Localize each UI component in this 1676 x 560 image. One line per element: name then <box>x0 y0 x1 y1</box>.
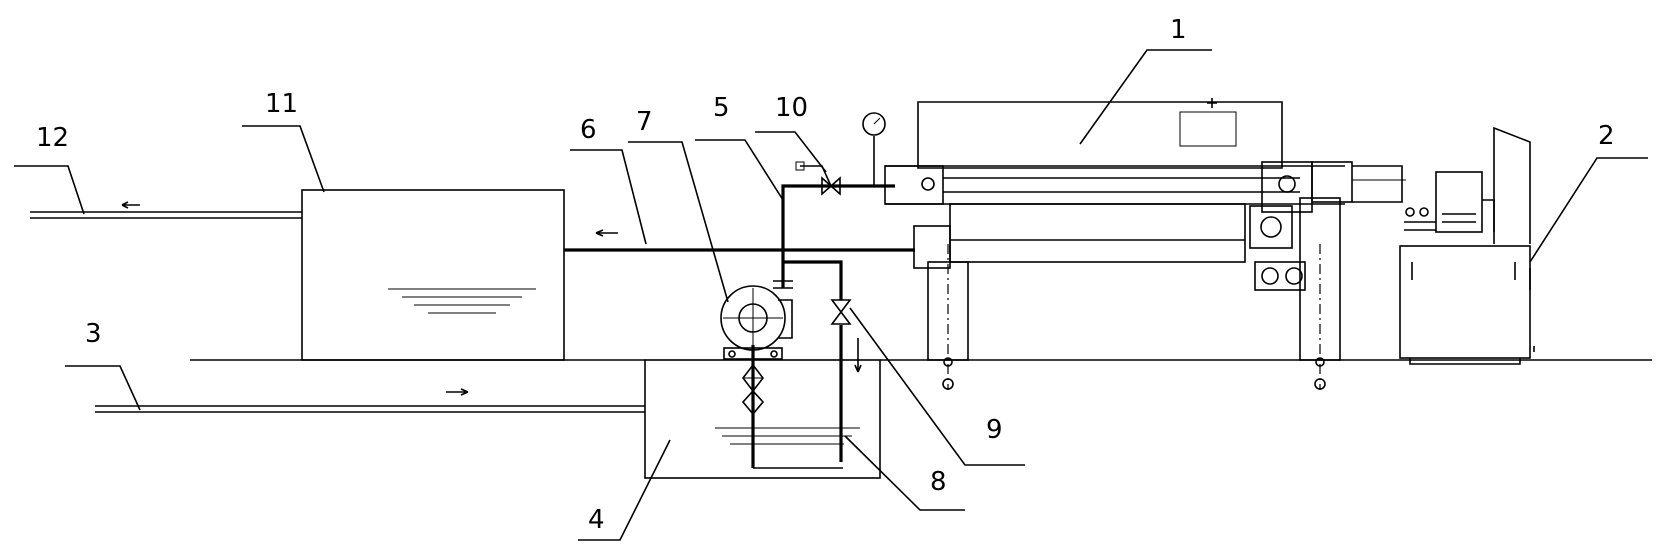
label-3: 3 <box>85 319 102 349</box>
filtrate-pipe-6 <box>564 229 915 252</box>
return-valve-9 <box>830 299 862 373</box>
label-6: 6 <box>580 115 597 145</box>
part-labels: 1 2 3 4 5 6 7 8 9 10 11 12 <box>36 15 1615 535</box>
outlet-pipe-12 <box>30 201 302 219</box>
suction-strainer <box>741 363 765 416</box>
inlet-pipe-3 <box>95 388 645 413</box>
sludge-sump-4 <box>644 359 881 479</box>
feed-pipe-5 <box>773 184 895 300</box>
label-10: 10 <box>775 93 808 123</box>
feed-valve-10 <box>795 161 841 196</box>
pressure-gauge <box>862 112 886 186</box>
label-7: 7 <box>636 107 653 137</box>
label-5: 5 <box>713 93 730 123</box>
label-2: 2 <box>1598 121 1615 151</box>
leader-lines <box>14 49 1648 541</box>
hydraulic-station-2 <box>1399 126 1535 365</box>
clear-water-tank-11 <box>301 189 565 361</box>
label-9: 9 <box>986 415 1003 445</box>
label-8: 8 <box>930 467 947 497</box>
label-12: 12 <box>36 123 69 153</box>
feed-pump-7 <box>720 285 793 360</box>
label-4: 4 <box>588 505 605 535</box>
filter-press-1 <box>884 98 1406 390</box>
label-1: 1 <box>1170 15 1187 45</box>
label-11: 11 <box>265 89 298 119</box>
